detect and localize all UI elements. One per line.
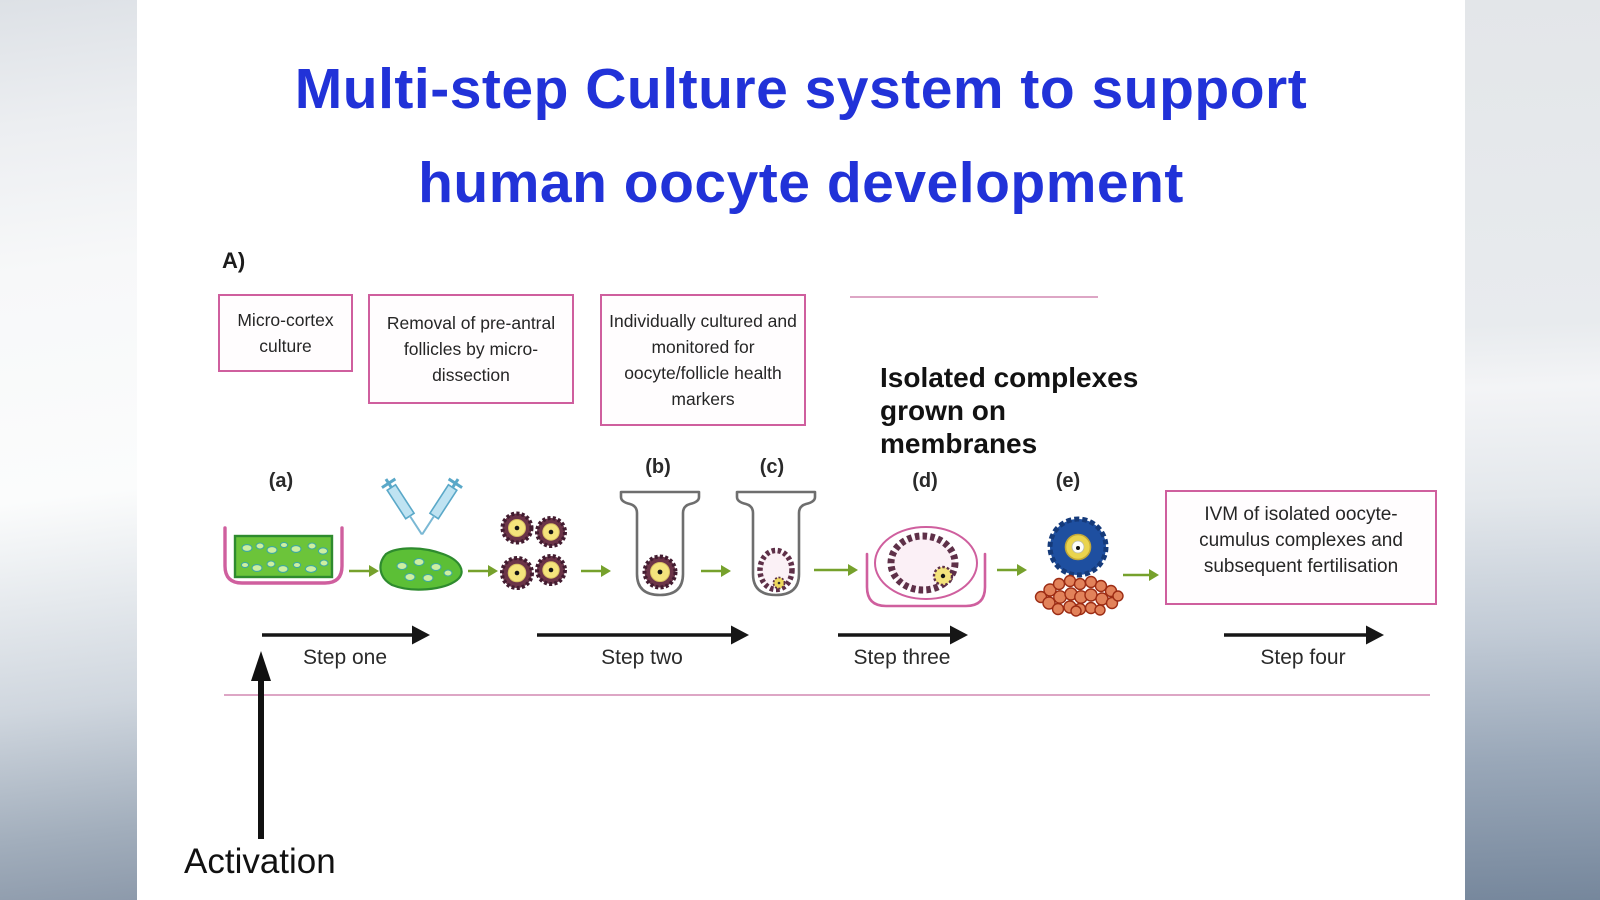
box-removal-preantral-follicles: Removal of pre-antral follicles by micro… <box>368 294 574 404</box>
flow-arrow-icon <box>581 565 611 577</box>
flow-arrow-icon <box>701 565 731 577</box>
membrane-note-line-2: grown on <box>880 395 1006 426</box>
slide-title: Multi-step Culture system to support hum… <box>137 42 1465 230</box>
flow-arrow-icon <box>814 564 858 576</box>
activation-label: Activation <box>184 842 336 881</box>
divider-line-bottom <box>224 694 1430 696</box>
step-one-label: Step one <box>302 646 388 669</box>
step-two-arrow-icon <box>537 625 749 645</box>
flow-arrow-icon <box>997 564 1027 576</box>
step-one-arrow-icon <box>262 625 430 645</box>
flow-arrow-icon <box>468 565 498 577</box>
figure-panel-label: A) <box>222 248 246 273</box>
slide-background <box>137 0 1465 900</box>
activation-arrow-icon <box>251 651 271 839</box>
stage-label-d: (d) <box>912 470 938 492</box>
background-right-panel <box>1465 0 1600 900</box>
membrane-note: Isolated complexes grown on membranes <box>880 361 1138 460</box>
flow-arrow-icon <box>349 565 379 577</box>
ovarian-cortex-dish-icon <box>223 526 344 585</box>
title-line-2: human oocyte development <box>418 151 1184 215</box>
box-micro-cortex-culture: Micro-cortex culture <box>218 294 353 372</box>
micro-dissection-syringes-icon <box>379 477 463 591</box>
membrane-dish-complex-icon <box>865 526 987 608</box>
background-left-panel <box>0 0 137 900</box>
stage-label-c: (c) <box>759 456 785 478</box>
culture-tube-antral-follicle-icon <box>735 490 817 597</box>
title-line-1: Multi-step Culture system to support <box>294 57 1308 121</box>
step-four-label: Step four <box>1260 646 1346 669</box>
membrane-note-line-3: membranes <box>880 428 1038 459</box>
step-four-arrow-icon <box>1224 625 1384 645</box>
box-individually-cultured: Individually cultured and monitored for … <box>600 294 806 426</box>
membrane-note-line-1: Isolated complexes <box>880 362 1139 393</box>
follicle-cluster-icon <box>500 511 567 590</box>
cumulus-oocyte-complex-icon <box>1034 516 1124 617</box>
step-three-label: Step three <box>853 646 951 669</box>
box-ivm-fertilisation: IVM of isolated oocyte-cumulus complexes… <box>1165 490 1437 605</box>
divider-line-top <box>850 296 1098 298</box>
stage-label-a: (a) <box>268 470 294 492</box>
step-three-arrow-icon <box>838 625 968 645</box>
flow-arrow-icon <box>1123 569 1159 581</box>
stage-label-b: (b) <box>645 456 671 478</box>
step-two-label: Step two <box>601 646 683 669</box>
culture-tube-follicle-icon <box>619 490 701 597</box>
stage-label-e: (e) <box>1055 470 1081 492</box>
